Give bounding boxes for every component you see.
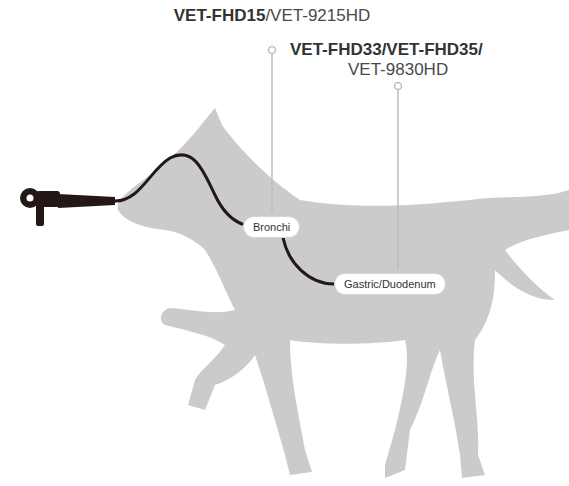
endoscope-cable <box>283 238 334 284</box>
endoscope-cable <box>115 155 242 224</box>
model-number: VET-FHD15 <box>174 6 266 26</box>
organ-label: Bronchi <box>243 216 300 238</box>
endoscope <box>20 188 115 226</box>
organ-label: Gastric/Duodenum <box>334 273 446 295</box>
model-number: VET-9830HD <box>348 60 448 80</box>
model-number: VET-FHD33/VET-FHD35/ <box>290 40 483 60</box>
organ-name: Gastric/Duodenum <box>344 278 436 290</box>
organ-name: Bronchi <box>253 221 290 233</box>
model-number: /VET-9215HD <box>265 6 370 26</box>
horse-silhouette <box>118 108 569 478</box>
